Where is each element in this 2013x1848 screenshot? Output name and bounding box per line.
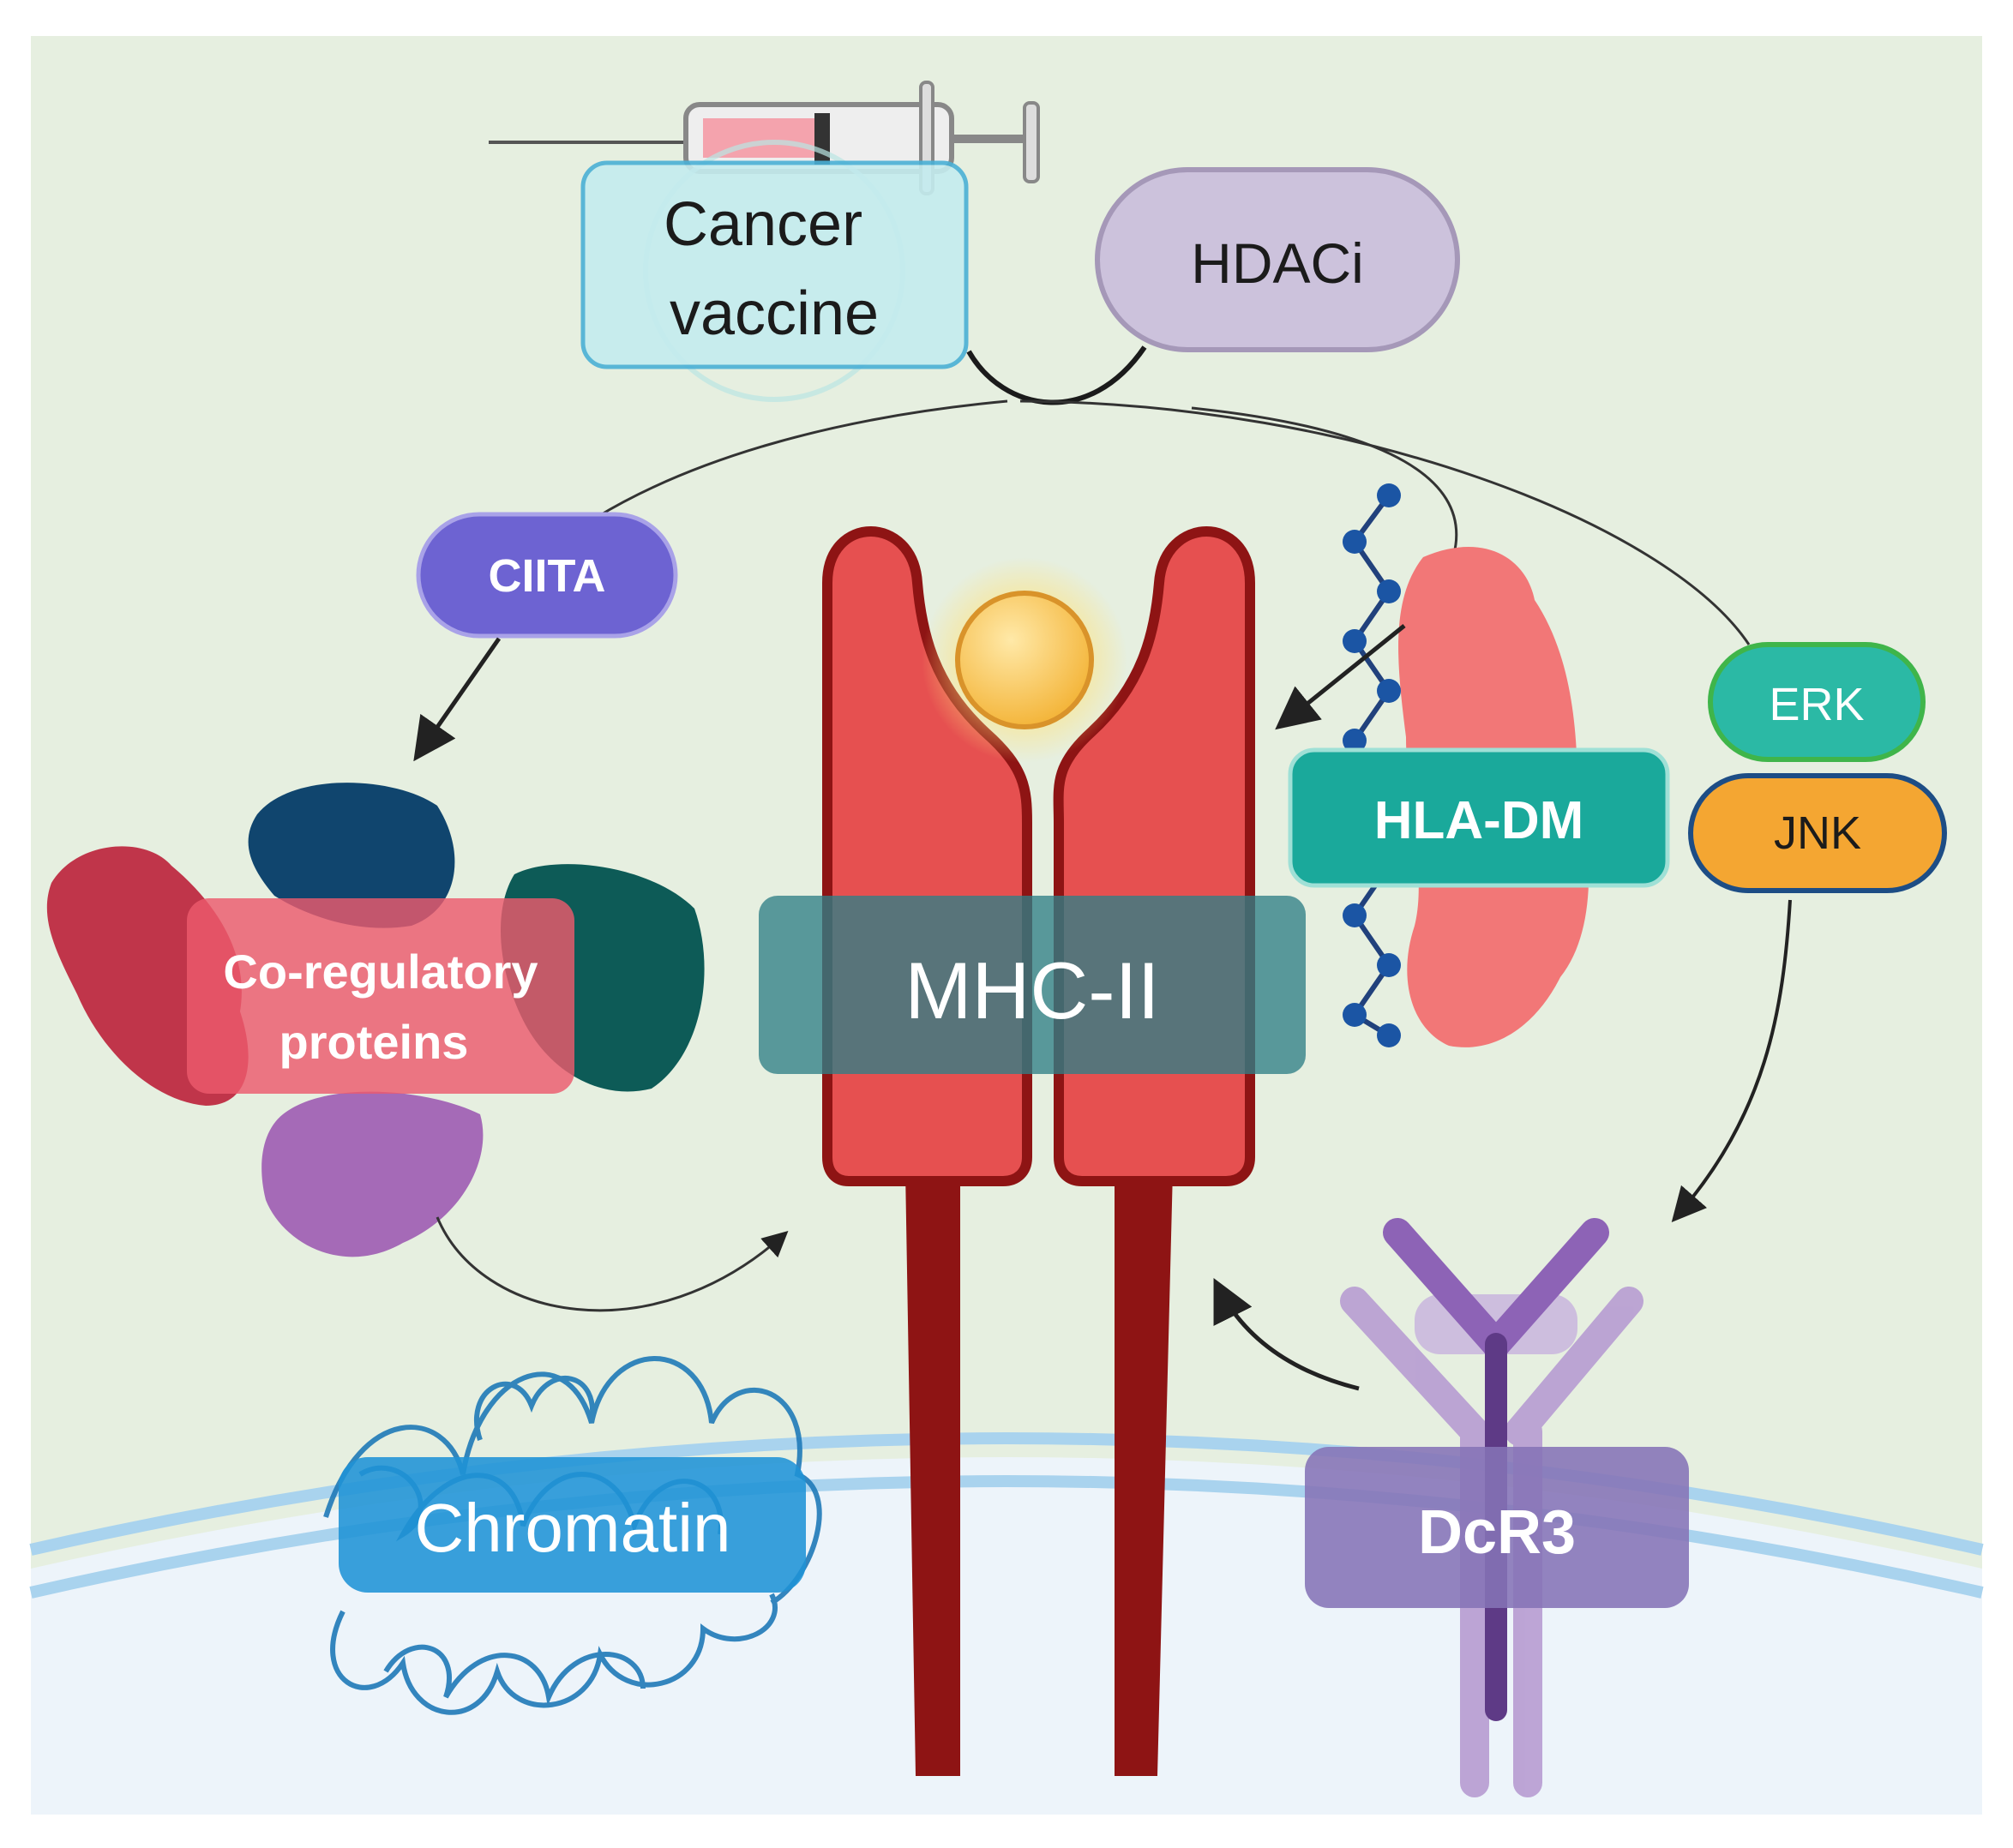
erk-label: ERK xyxy=(1769,679,1864,730)
mhc-left-stalk xyxy=(905,1170,960,1776)
cancer-vaccine-label-line2: vaccine xyxy=(670,279,879,348)
pathway-arc-left xyxy=(595,399,1008,519)
ciita-pill: CIITA xyxy=(416,512,678,639)
hla-dm-to-mhc-arrow xyxy=(1275,624,1406,730)
jnk-pill: JNK xyxy=(1688,773,1947,893)
cancer-vaccine-box: Cancer vaccine xyxy=(580,140,969,402)
dcr3-receptor: DcR3 xyxy=(1305,1218,1689,1797)
coregulatory-protein-complex: Co-regulatory proteins xyxy=(46,783,705,1257)
coregulatory-to-mhc-arrow xyxy=(436,1216,789,1312)
syringe-icon xyxy=(489,81,1040,195)
pathway-arc-hla xyxy=(1191,406,1458,558)
hdaci-pill: HDACi xyxy=(1095,167,1460,352)
mhc-ii-molecule: MHC-II xyxy=(759,526,1306,1776)
mhc-right-stalk xyxy=(1115,1170,1173,1776)
coregulatory-label-line1: Co-regulatory xyxy=(223,945,538,999)
chromatin-label: Chromatin xyxy=(414,1490,730,1566)
mhc-ii-label: MHC-II xyxy=(904,945,1160,1035)
hla-dm-protein: HLA-DM xyxy=(1288,483,1670,1047)
erk-pill: ERK xyxy=(1708,642,1926,762)
hdaci-label: HDACi xyxy=(1191,231,1364,295)
coregulatory-label-line2: proteins xyxy=(279,1015,469,1069)
dcr3-label: DcR3 xyxy=(1418,1498,1576,1567)
cancer-vaccine-label-line1: Cancer xyxy=(664,190,862,259)
pathway-arc-right xyxy=(1019,399,1751,645)
peptide-antigen-icon xyxy=(955,591,1094,729)
jnk-label: JNK xyxy=(1774,807,1861,859)
ciita-to-coregulatory-arrow xyxy=(413,637,502,762)
jnk-to-dcr3-arrow xyxy=(1671,899,1792,1223)
hla-dm-label: HLA-DM xyxy=(1374,791,1584,850)
chromatin-icon: Chromatin xyxy=(323,1356,822,1715)
ciita-label: CIITA xyxy=(489,550,606,602)
dcr3-to-mhc-arrow xyxy=(1213,1278,1360,1391)
